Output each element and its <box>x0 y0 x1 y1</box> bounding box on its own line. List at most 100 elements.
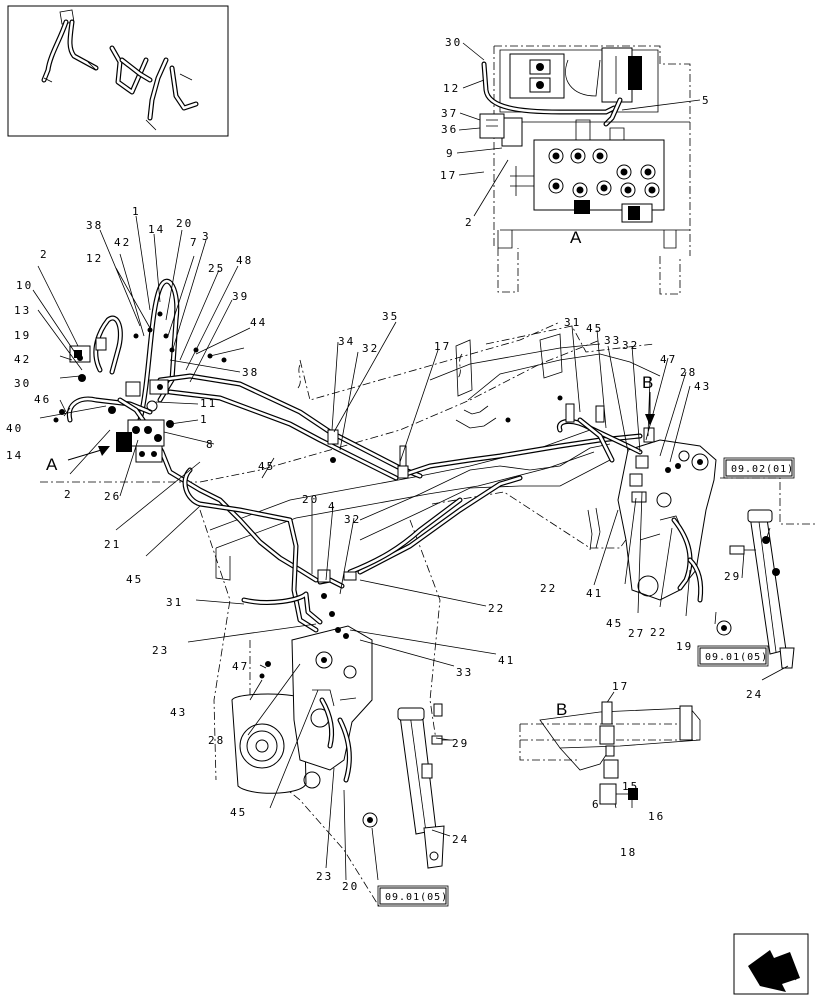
callout-41-center: 41 <box>498 654 515 667</box>
callout-45-right: 45 <box>586 322 603 335</box>
leader-a2 <box>473 159 509 217</box>
callout-12-a: 12 <box>443 82 460 95</box>
callout-23-bottom: 23 <box>316 870 333 883</box>
callout-32-right: 32 <box>622 339 639 352</box>
ref-box-0901-bottom: 09.01(05) <box>377 885 449 907</box>
callout-16-b: 16 <box>648 810 665 823</box>
view-direction-arrows <box>67 392 655 461</box>
callout-21: 21 <box>104 538 121 551</box>
callout-4: 4 <box>328 500 337 513</box>
callout-20-center: 20 <box>302 493 319 506</box>
leader-a12 <box>462 79 485 89</box>
detail-b-label: B <box>556 700 567 719</box>
callout-37-a: 37 <box>441 107 458 120</box>
detail-a-label: A <box>570 228 582 247</box>
callout-38: 38 <box>86 219 103 232</box>
callout-24-right: 24 <box>746 688 763 701</box>
callout-17-a: 17 <box>440 169 457 182</box>
callout-22-lower: 22 <box>488 602 505 615</box>
callout-45-bottom: 45 <box>230 806 247 819</box>
callout-43-center: 43 <box>170 706 187 719</box>
callout-33-center: 33 <box>456 666 473 679</box>
callout-42: 42 <box>114 236 131 249</box>
callout-20-bottom: 20 <box>342 880 359 893</box>
leader-a17 <box>458 171 485 176</box>
callout-25: 25 <box>208 262 225 275</box>
callout-45-left: 45 <box>126 573 143 586</box>
left-axle-bracket <box>231 625 373 794</box>
next-page-arrow-icon[interactable] <box>733 933 809 995</box>
callout-48: 48 <box>236 254 253 267</box>
callout-23-center: 23 <box>152 644 169 657</box>
callout-9-a: 9 <box>446 147 455 160</box>
callout-2-main: 2 <box>40 248 49 261</box>
callout-47-right: 47 <box>660 353 677 366</box>
thumbnail-inset <box>7 5 229 137</box>
callout-33-right: 33 <box>604 334 621 347</box>
callout-7: 7 <box>190 236 199 249</box>
callout-44: 44 <box>250 316 267 329</box>
callout-14: 14 <box>148 223 165 236</box>
view-b-arrow-label: B <box>642 373 653 392</box>
view-a-arrow-label: A <box>46 455 58 474</box>
callout-45-top: 45 <box>258 460 275 473</box>
callout-29-right: 29 <box>724 570 741 583</box>
ref-0901-bottom-text: 09.01(05) <box>385 892 448 903</box>
ref-0901-right-text: 09.01(05) <box>705 652 768 663</box>
callout-40: 40 <box>6 422 23 435</box>
frame-rails <box>209 333 661 581</box>
callout-19: 19 <box>14 329 31 342</box>
callout-2-a: 2 <box>465 216 474 229</box>
callout-31-center: 31 <box>166 596 183 609</box>
ref-box-0902: 09.02(01) <box>723 457 795 479</box>
callout-39: 39 <box>232 290 249 303</box>
callout-27: 27 <box>628 627 645 640</box>
callout-11: 11 <box>200 397 217 410</box>
callout-45-right-bottom: 45 <box>606 617 623 630</box>
callout-36-a: 36 <box>441 123 458 136</box>
callout-26: 26 <box>104 490 121 503</box>
callout-6-b: 6 <box>592 798 601 811</box>
leader-a36 <box>458 127 481 131</box>
fittings <box>53 311 756 828</box>
callout-30-main: 30 <box>14 377 31 390</box>
leader-a9 <box>456 147 503 154</box>
leader-a30 <box>462 42 485 61</box>
callout-31-right: 31 <box>564 316 581 329</box>
ref-box-0901-right: 09.01(05) <box>697 645 769 667</box>
hydraulic-lines <box>66 278 704 783</box>
callout-32-center: 32 <box>344 513 361 526</box>
callout-5-a: 5 <box>702 94 711 107</box>
callout-28-right: 28 <box>680 366 697 379</box>
callout-43-right: 43 <box>694 380 711 393</box>
callout-30-a: 30 <box>445 36 462 49</box>
callout-28-center: 28 <box>208 734 225 747</box>
callout-2-left: 2 <box>64 488 73 501</box>
callout-20: 20 <box>176 217 193 230</box>
ref-0902-text: 09.02(01) <box>731 464 794 475</box>
callout-47-center: 47 <box>232 660 249 673</box>
callout-1: 1 <box>132 205 141 218</box>
valve-ports <box>548 148 660 198</box>
callout-24-center: 24 <box>452 833 469 846</box>
callout-13: 13 <box>14 304 31 317</box>
callout-35: 35 <box>382 310 399 323</box>
leader-a5 <box>621 99 701 111</box>
leader-a37 <box>459 112 481 121</box>
callout-38-main: 38 <box>242 366 259 379</box>
detail-b-bracket <box>519 701 701 805</box>
lift-cylinders <box>397 509 795 869</box>
callout-15-b: 15 <box>622 780 639 793</box>
callout-14-main: 14 <box>6 449 23 462</box>
callout-8: 8 <box>206 438 215 451</box>
callout-41-right: 41 <box>586 587 603 600</box>
callout-18-b: 18 <box>620 846 637 859</box>
callout-1-main: 1 <box>200 413 209 426</box>
callout-17-main: 17 <box>434 340 451 353</box>
callout-10: 10 <box>16 279 33 292</box>
leader-lines <box>32 215 789 881</box>
callout-19-right: 19 <box>676 640 693 653</box>
callout-17-b: 17 <box>612 680 629 693</box>
callout-29-center: 29 <box>452 737 469 750</box>
